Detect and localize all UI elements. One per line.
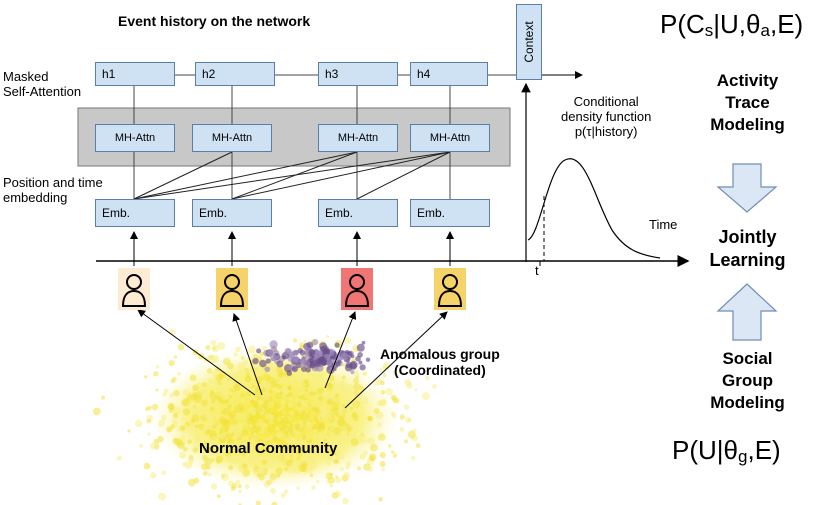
vertical-connectors xyxy=(133,86,451,199)
position-time-embedding-label: Position and time embedding xyxy=(3,175,103,205)
embedding-1: Emb. xyxy=(95,199,175,227)
history-state-h4: h4 xyxy=(410,62,488,86)
history-state-h3: h3 xyxy=(318,62,398,86)
time-axis-label: Time xyxy=(649,217,678,232)
attention-block-3: MH-Attn xyxy=(318,124,398,152)
user-icon-2 xyxy=(216,268,248,310)
attention-cross-lines xyxy=(133,151,451,200)
context-box: Context xyxy=(516,4,542,80)
jointly-learning-label: Jointly Learning xyxy=(709,227,786,271)
diagram-title: Event history on the network xyxy=(118,13,311,29)
social-group-modeling-label: Social Group Modeling xyxy=(710,349,785,413)
user-icon-1 xyxy=(118,268,150,310)
attention-block-4: MH-Attn xyxy=(410,124,490,152)
embedding-2: Emb. xyxy=(192,199,272,227)
embedding-4: Emb. xyxy=(410,199,490,227)
social-formula: P(U|θg,E) xyxy=(672,435,781,466)
normal-community-label: Normal Community xyxy=(199,440,338,457)
attention-block-2: MH-Attn xyxy=(192,124,272,152)
attention-block-1: MH-Attn xyxy=(95,124,175,152)
anomalous-group-cloud xyxy=(252,339,371,376)
activity-trace-modeling-label: Activity Trace Modeling xyxy=(710,71,785,135)
embedding-3: Emb. xyxy=(318,199,398,227)
history-state-h1: h1 xyxy=(95,62,175,86)
masked-self-attention-label: Masked Self-Attention xyxy=(3,69,82,99)
user-icon-4 xyxy=(434,268,466,310)
activity-to-joint-arrow xyxy=(716,163,778,213)
history-state-h2: h2 xyxy=(195,62,275,86)
social-to-joint-arrow xyxy=(716,283,778,341)
conditional-density-label: Conditional density function p(τ|history… xyxy=(561,94,652,139)
density-curve xyxy=(527,158,661,259)
anomalous-group-label: Anomalous group (Coordinated) xyxy=(380,346,500,379)
user-icon-3 xyxy=(341,268,373,310)
t-marker-label: t xyxy=(535,263,539,278)
normal-community-cloud xyxy=(93,329,437,505)
cloud-to-icon-arrows xyxy=(137,309,448,409)
activity-formula: P(Cs|U,θa,E) xyxy=(660,9,804,40)
